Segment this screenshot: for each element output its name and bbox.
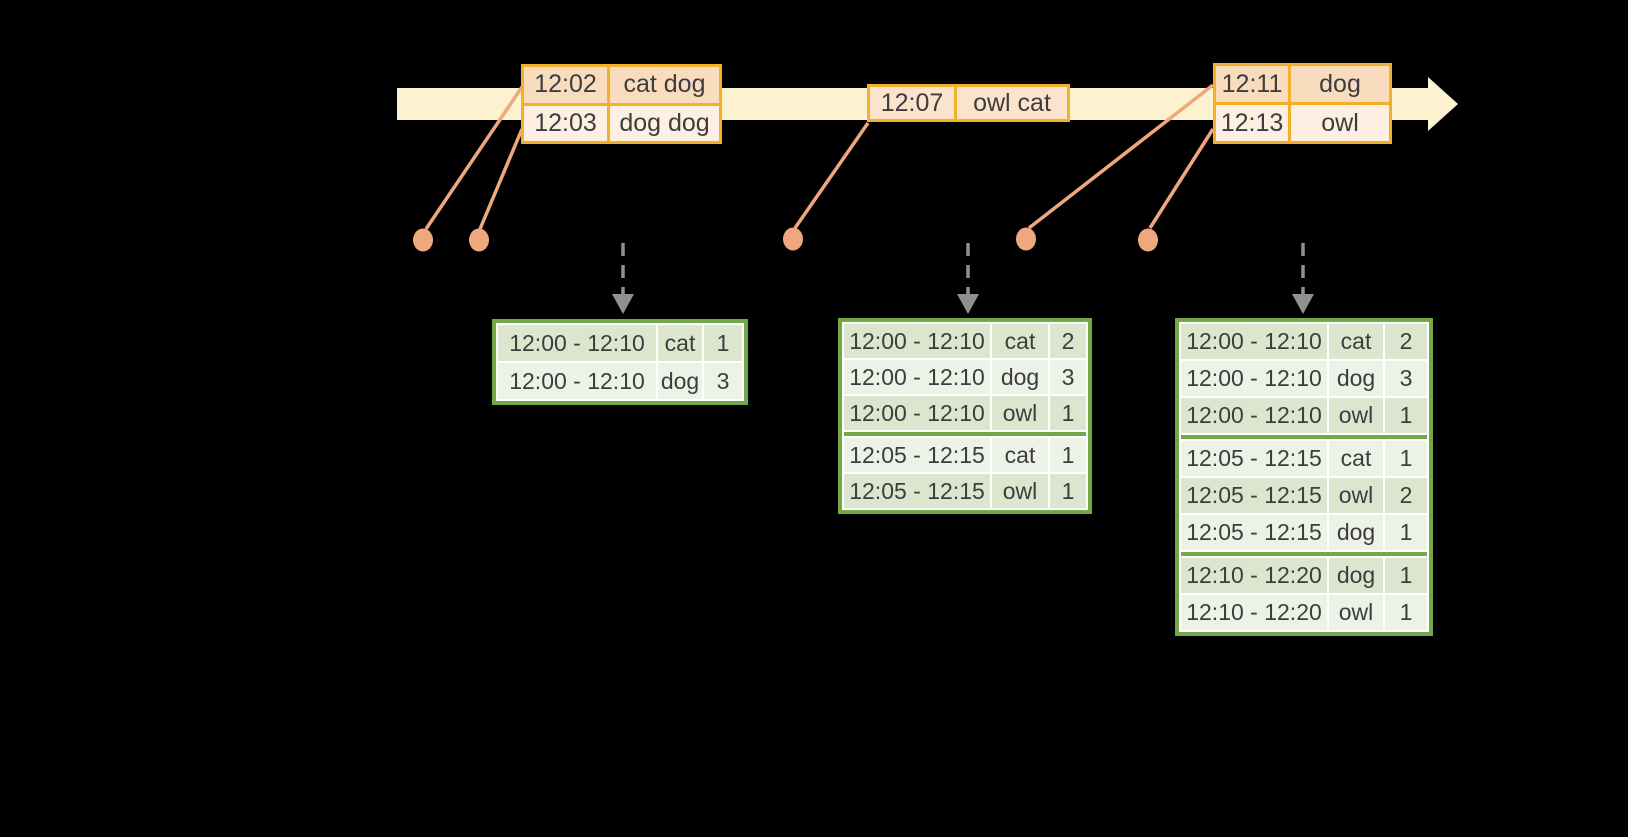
count-cell: 1 <box>1050 396 1086 430</box>
event-dot <box>413 228 433 252</box>
window-cell: 12:05 - 12:15 <box>1181 441 1327 476</box>
table-row: 12:10 - 12:20 dog 1 <box>1181 552 1427 593</box>
window-cell: 12:05 - 12:15 <box>1181 515 1327 550</box>
window-cell: 12:00 - 12:10 <box>844 324 990 358</box>
window-cell: 12:05 - 12:15 <box>844 474 990 508</box>
window-cell: 12:00 - 12:10 <box>1181 324 1327 359</box>
window-cell: 12:00 - 12:10 <box>498 325 656 361</box>
word-cell: dog <box>1329 515 1383 550</box>
window-cell: 12:00 - 12:10 <box>1181 398 1327 433</box>
count-cell: 3 <box>1050 360 1086 394</box>
event-table-2: 12:07 owl cat <box>867 84 1070 122</box>
word-cell: dog <box>992 360 1048 394</box>
trigger-arrowhead-icon <box>957 294 979 314</box>
connector-line <box>478 128 524 230</box>
event-dot <box>1138 228 1158 252</box>
word-cell: cat <box>1329 441 1383 476</box>
word-cell: owl <box>992 474 1048 508</box>
event-time: 12:07 <box>870 87 954 119</box>
table-row: 12:00 - 12:10 owl 1 <box>844 396 1086 430</box>
event-table-1: 12:02 cat dog 12:03 dog dog <box>521 64 722 144</box>
table-row: 12:00 - 12:10 dog 3 <box>844 360 1086 394</box>
count-cell: 2 <box>1385 324 1427 359</box>
count-cell: 3 <box>704 363 742 399</box>
word-cell: owl <box>1329 478 1383 513</box>
word-cell: owl <box>1329 398 1383 433</box>
count-cell: 1 <box>1385 515 1427 550</box>
event-dot <box>469 228 489 252</box>
event-time: 12:11 <box>1216 66 1288 102</box>
event-dots <box>413 227 1158 252</box>
word-cell: owl <box>1329 595 1383 630</box>
window-cell: 12:05 - 12:15 <box>1181 478 1327 513</box>
table-row: 12:00 - 12:10 dog 3 <box>498 363 742 399</box>
event-time: 12:13 <box>1216 105 1288 141</box>
result-table-2: 12:00 - 12:10 cat 2 12:00 - 12:10 dog 3 … <box>838 318 1092 514</box>
count-cell: 1 <box>1385 595 1427 630</box>
count-cell: 1 <box>704 325 742 361</box>
word-cell: dog <box>658 363 702 399</box>
connector-line <box>1027 83 1215 230</box>
trigger-arrowhead-icon <box>612 294 634 314</box>
window-cell: 12:00 - 12:10 <box>498 363 656 399</box>
count-cell: 1 <box>1050 438 1086 472</box>
count-cell: 1 <box>1385 441 1427 476</box>
result-table-1: 12:00 - 12:10 cat 1 12:00 - 12:10 dog 3 <box>492 319 748 405</box>
window-cell: 12:10 - 12:20 <box>1181 595 1327 630</box>
word-cell: cat <box>992 324 1048 358</box>
event-words: owl cat <box>957 87 1067 119</box>
word-cell: owl <box>992 396 1048 430</box>
word-cell: cat <box>992 438 1048 472</box>
event-time: 12:03 <box>524 105 607 141</box>
connector-line <box>1148 128 1215 229</box>
count-cell: 2 <box>1050 324 1086 358</box>
event-dot <box>783 227 803 251</box>
event-dot <box>1016 227 1036 251</box>
window-cell: 12:00 - 12:10 <box>1181 361 1327 396</box>
count-cell: 3 <box>1385 361 1427 396</box>
connector-line <box>793 122 870 229</box>
event-words: dog dog <box>610 105 719 141</box>
event-table-3: 12:11 dog 12:13 owl <box>1213 63 1392 144</box>
event-words: cat dog <box>610 67 719 103</box>
count-cell: 1 <box>1385 398 1427 433</box>
timeline-arrowhead-icon <box>1428 77 1458 131</box>
table-row: 12:00 - 12:10 cat 2 <box>1181 324 1427 359</box>
table-row: 12:00 - 12:10 dog 3 <box>1181 361 1427 396</box>
word-cell: dog <box>1329 558 1383 593</box>
count-cell: 1 <box>1385 558 1427 593</box>
table-row: 12:05 - 12:15 owl 1 <box>844 474 1086 508</box>
table-row: 12:05 - 12:15 cat 1 <box>1181 435 1427 476</box>
word-cell: cat <box>658 325 702 361</box>
table-row: 12:05 - 12:15 owl 2 <box>1181 478 1427 513</box>
window-cell: 12:00 - 12:10 <box>844 396 990 430</box>
table-row: 12:00 - 12:10 owl 1 <box>1181 398 1427 433</box>
connector-line <box>424 86 524 230</box>
event-connector-lines <box>424 83 1215 230</box>
event-words: dog <box>1291 66 1389 102</box>
window-cell: 12:00 - 12:10 <box>844 360 990 394</box>
word-cell: cat <box>1329 324 1383 359</box>
table-row: 12:05 - 12:15 cat 1 <box>844 432 1086 472</box>
word-cell: dog <box>1329 361 1383 396</box>
table-row: 12:05 - 12:15 dog 1 <box>1181 515 1427 550</box>
window-cell: 12:10 - 12:20 <box>1181 558 1327 593</box>
event-words: owl <box>1291 105 1389 141</box>
trigger-arrowhead-icon <box>1292 294 1314 314</box>
window-cell: 12:05 - 12:15 <box>844 438 990 472</box>
table-row: 12:10 - 12:20 owl 1 <box>1181 595 1427 630</box>
count-cell: 1 <box>1050 474 1086 508</box>
event-time: 12:02 <box>524 67 607 103</box>
result-table-3: 12:00 - 12:10 cat 2 12:00 - 12:10 dog 3 … <box>1175 318 1433 636</box>
trigger-arrows <box>612 243 1314 314</box>
count-cell: 2 <box>1385 478 1427 513</box>
table-row: 12:00 - 12:10 cat 2 <box>844 324 1086 358</box>
table-row: 12:00 - 12:10 cat 1 <box>498 325 742 361</box>
